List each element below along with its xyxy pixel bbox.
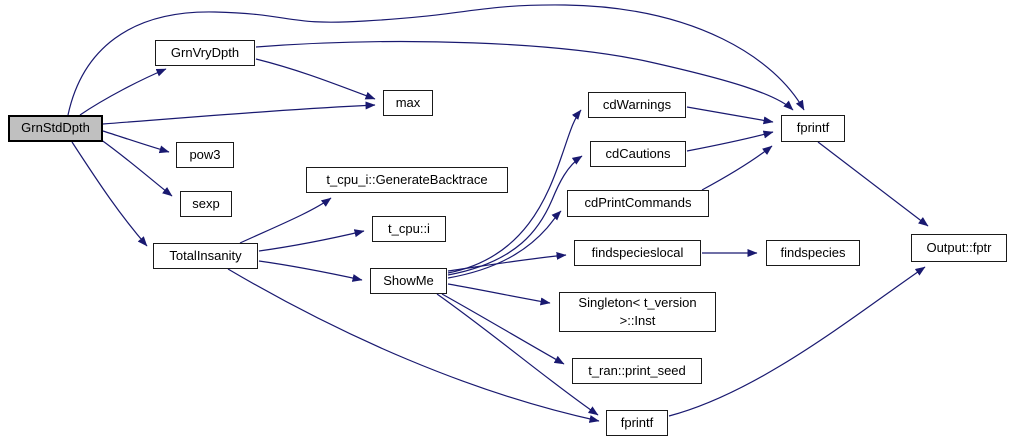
node-tcpui[interactable]: t_cpu::i (372, 216, 446, 242)
edge-grnstddpth-to-grnvrydpth (79, 68, 167, 116)
node-singleton-inst[interactable]: Singleton< t_version >::Inst (559, 292, 716, 332)
edge-showme-to-singleton (447, 283, 551, 306)
node-generatebacktrace[interactable]: t_cpu_i::GenerateBacktrace (306, 167, 508, 193)
edge-totalinsanity-to-generatebacktrace (239, 197, 332, 244)
node-fprintf-bottom[interactable]: fprintf (606, 410, 668, 436)
node-output-fptr[interactable]: Output::fptr (911, 234, 1007, 262)
edge-cdwarnings-to-fprintf_top (686, 106, 774, 125)
edge-showme-to-cdprintcommands (447, 210, 562, 279)
edge-grnstddpth-to-max (102, 101, 376, 125)
node-findspecieslocal[interactable]: findspecieslocal (574, 240, 701, 266)
edge-showme-to-printseed (441, 293, 565, 365)
node-fprintf-top[interactable]: fprintf (781, 115, 845, 142)
edge-grnvrydpth-to-fprintf_top (255, 40, 794, 111)
edge-cdcautions-to-fprintf_top (686, 130, 774, 152)
edge-grnstddpth-to-totalinsanity (71, 141, 148, 247)
edge-grnstddpth-to-pow3 (102, 130, 170, 154)
node-totalinsanity[interactable]: TotalInsanity (153, 243, 258, 269)
node-cdwarnings[interactable]: cdWarnings (588, 92, 686, 118)
node-grnstddpth[interactable]: GrnStdDpth (8, 115, 103, 142)
edge-cdprintcommands-to-fprintf_top (701, 145, 773, 191)
node-cdprintcommands[interactable]: cdPrintCommands (567, 190, 709, 217)
edge-fprintf_top-to-outputfptr (817, 141, 929, 227)
edge-grnvrydpth-to-max (255, 58, 376, 100)
node-showme[interactable]: ShowMe (370, 268, 447, 294)
edge-grnstddpth-to-sexp (99, 138, 173, 197)
node-pow3[interactable]: pow3 (176, 142, 234, 168)
node-sexp[interactable]: sexp (180, 191, 232, 217)
edge-showme-to-findspecieslocal (447, 251, 567, 272)
edge-fprintf_bottom-to-outputfptr (668, 266, 926, 417)
node-cdcautions[interactable]: cdCautions (590, 141, 686, 167)
node-max[interactable]: max (383, 90, 433, 116)
node-print-seed[interactable]: t_ran::print_seed (572, 358, 702, 384)
node-findspecies[interactable]: findspecies (766, 240, 860, 266)
edge-totalinsanity-to-showme (258, 260, 363, 282)
edge-totalinsanity-to-tcpui (258, 229, 365, 252)
node-grnvrydpth[interactable]: GrnVryDpth (155, 40, 255, 66)
